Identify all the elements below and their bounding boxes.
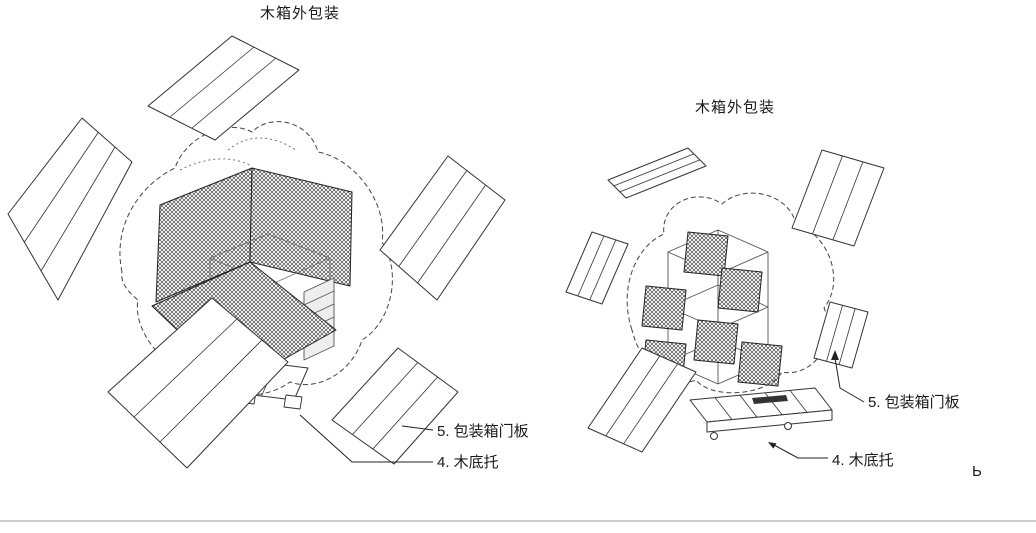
plank-lines <box>169 46 277 129</box>
left-diagram-title: 木箱外包装 <box>260 5 340 22</box>
foam-block <box>641 285 687 331</box>
foam-block <box>717 267 763 313</box>
panel-bottom-left <box>587 347 697 453</box>
pallet-slot <box>752 395 788 404</box>
plank-lines <box>24 131 116 272</box>
vent-grille-slats <box>303 290 335 345</box>
panel-door <box>331 347 459 465</box>
plank-lines <box>826 305 856 365</box>
left-exploded-view: 木箱外包装 5. 包装箱门板 4. 木底托 <box>7 5 529 471</box>
pallet-slats <box>714 390 808 420</box>
plank-lines <box>133 318 263 443</box>
foam-blocks <box>641 231 783 387</box>
leader-line-wood-base <box>299 414 433 463</box>
plank-lines <box>613 153 701 193</box>
crosshatch-face-right <box>249 167 353 287</box>
leader-line-door-panel <box>834 357 865 403</box>
right-exploded-view: 木箱外包装 5. 包装箱门板 4. 木底托 <box>565 99 960 469</box>
arrowhead <box>768 442 777 449</box>
panel-outline <box>587 347 697 453</box>
panel-top <box>147 35 300 141</box>
plank-lines <box>605 355 678 445</box>
panel-outline <box>331 347 459 465</box>
panel-outline <box>147 35 300 141</box>
left-label-door-panel: 5. 包装箱门板 <box>437 422 529 440</box>
panel-top-right <box>791 149 885 247</box>
right-diagram-title: 木箱外包装 <box>695 99 775 116</box>
plank-lines <box>352 362 438 450</box>
right-label-door-panel: 5. 包装箱门板 <box>868 393 960 411</box>
pallet-wheel <box>784 422 792 430</box>
panel-outline <box>791 149 885 247</box>
panel-outline <box>565 231 629 305</box>
left-label-wood-base: 4. 木底托 <box>437 454 499 471</box>
panel-right <box>379 155 506 301</box>
plank-lines <box>577 235 617 301</box>
panel-outline <box>379 155 506 301</box>
foam-block <box>693 319 739 365</box>
pallet-edge <box>706 409 833 433</box>
arrowhead <box>831 350 839 360</box>
panel-left <box>565 231 629 305</box>
right-wood-pallet <box>689 387 833 440</box>
wrap-fold-lines <box>179 137 297 171</box>
panel-bottom-left <box>107 297 289 469</box>
right-label-wood-base: 4. 木底托 <box>832 452 894 469</box>
panel-outline <box>107 297 289 469</box>
plastic-wrap-outline <box>119 121 393 396</box>
plank-lines <box>398 170 486 284</box>
panel-left <box>7 117 133 301</box>
panel-outline <box>7 117 133 301</box>
foam-block <box>737 341 783 387</box>
pallet-wheel <box>710 432 718 440</box>
stray-character-artifact: Ь <box>972 463 982 480</box>
panel-door <box>813 301 869 369</box>
leader-line-wood-base <box>773 444 828 459</box>
leader-line-door-panel <box>401 425 434 431</box>
plank-lines <box>812 155 864 241</box>
panel-top-left <box>607 147 707 199</box>
